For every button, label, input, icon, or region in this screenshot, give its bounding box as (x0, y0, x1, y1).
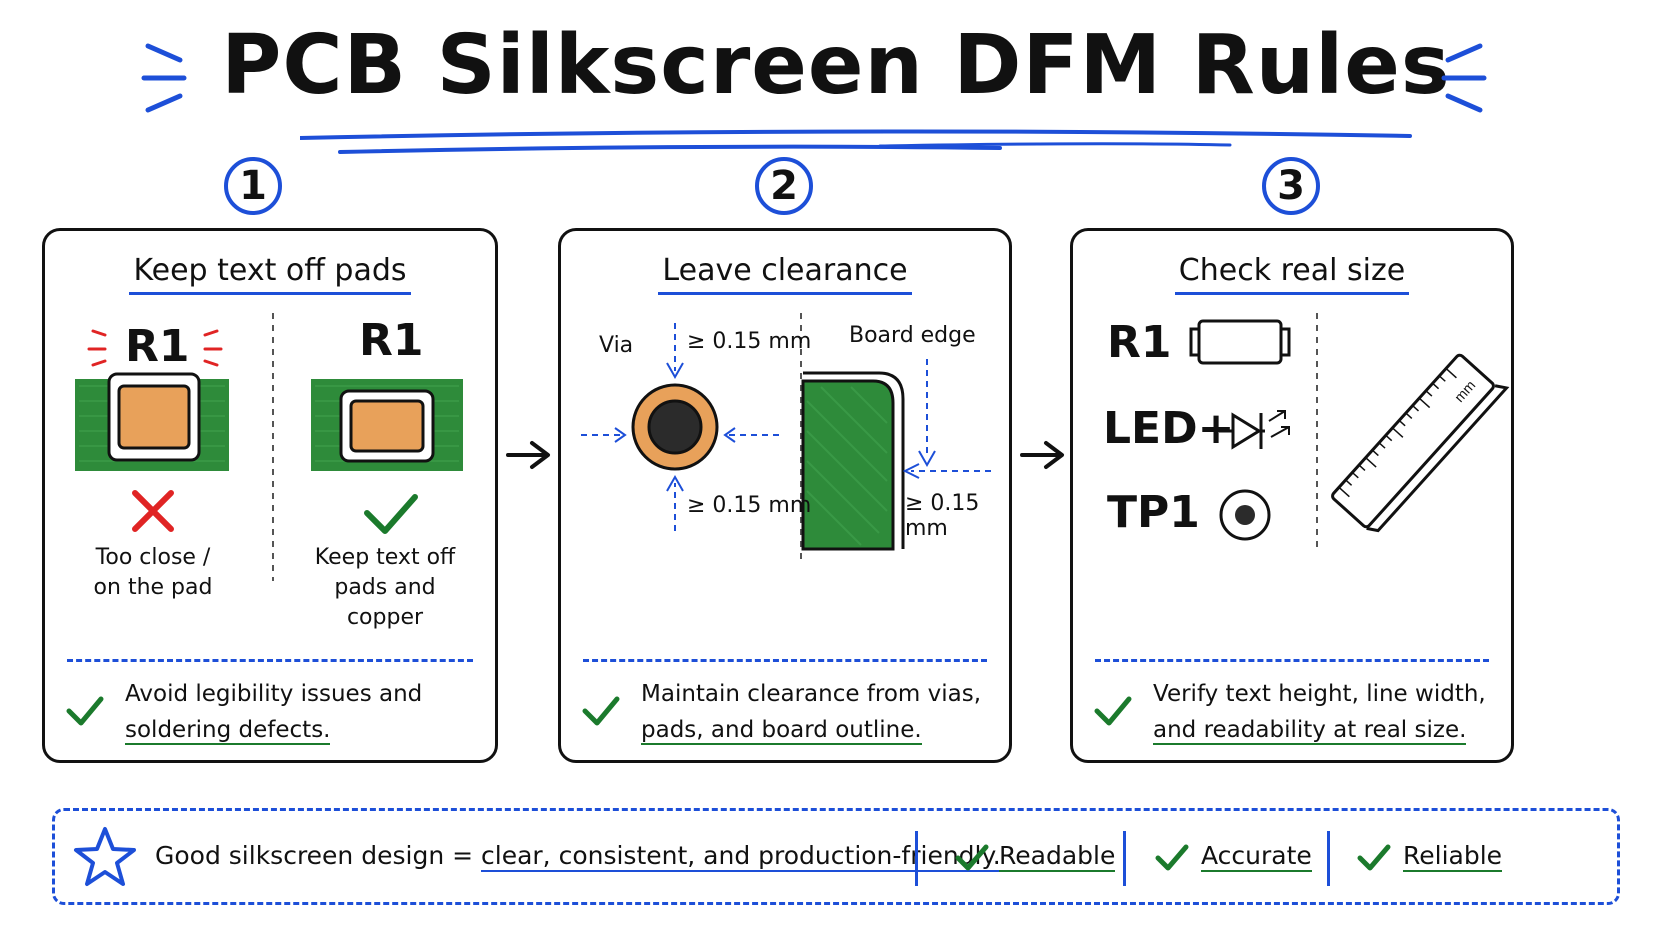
panel-title: Leave clearance (658, 253, 912, 295)
panel-divider (1095, 659, 1489, 662)
arrow-right-icon (506, 441, 550, 469)
footer-item-accurate: Accurate (1201, 841, 1312, 872)
ref-led: LED+ (1103, 403, 1235, 454)
diode-icon (1219, 410, 1290, 450)
star-icon (74, 827, 136, 886)
bad-ref-label: R1 (125, 321, 190, 372)
bad-example (75, 329, 229, 471)
check-icon (582, 696, 620, 726)
check-icon (1094, 696, 1132, 726)
footer-item-reliable: Reliable (1403, 841, 1503, 872)
panel-title: Check real size (1174, 253, 1410, 295)
resistor-icon (1189, 319, 1291, 365)
clearance-edge-label: ≥ 0.15 mm (905, 491, 980, 541)
clearance-top-label: ≥ 0.15 mm (687, 329, 812, 354)
test-point-icon (1219, 489, 1271, 541)
check-icon (1357, 844, 1391, 871)
via-label: Via (599, 333, 634, 358)
right-accent-marks (1441, 43, 1487, 113)
check-icon (364, 494, 418, 534)
footer-statement: Good silkscreen design = clear, consiste… (155, 841, 1001, 872)
page-title: PCB Silkscreen DFM Rules (221, 18, 1451, 113)
panel-keep-text-off-pads: Keep text off pads R1 R1 Too close / on (42, 228, 498, 763)
board-edge-illustration (801, 371, 905, 551)
step-badge-1: 1 (224, 157, 282, 215)
panel-check-real-size: Check real size (1070, 228, 1514, 763)
ruler-icon: mm (1331, 353, 1510, 533)
pad-comparison-illustration (75, 313, 463, 581)
ref-r1: R1 (1107, 317, 1172, 368)
footer-divider (1123, 831, 1126, 886)
good-caption: Keep text off pads and copper (314, 545, 456, 630)
good-example (311, 379, 463, 471)
footer-item-readable: Readable (999, 841, 1116, 872)
panel-divider (67, 659, 473, 662)
step-badge-2: 2 (755, 157, 813, 215)
panel-divider (583, 659, 987, 662)
panel-note: Verify text height, line width, and read… (1153, 681, 1486, 745)
left-accent-marks (141, 43, 187, 113)
summary-footer: Good silkscreen design = clear, consiste… (52, 808, 1620, 905)
clearance-illustration (581, 313, 991, 561)
board-edge-label: Board edge (849, 323, 976, 348)
good-ref-label: R1 (359, 315, 424, 366)
clearance-bottom-label: ≥ 0.15 mm (687, 493, 812, 518)
via-icon (631, 383, 719, 471)
ref-tp1: TP1 (1107, 487, 1200, 538)
bad-caption: Too close / on the pad (93, 545, 213, 600)
check-icon (66, 696, 104, 726)
panel-leave-clearance: Leave clearance Via ≥ 0.15 mm ≥ 0.15 mm … (558, 228, 1012, 763)
check-icon (1155, 844, 1189, 871)
footer-divider (915, 831, 918, 886)
check-icon (955, 844, 989, 871)
real-size-illustration: mm (1189, 313, 1510, 553)
cross-icon (132, 490, 174, 532)
title-underline (300, 129, 1412, 154)
arrow-right-icon (1020, 441, 1064, 469)
panel-note: Maintain clearance from vias, pads, and … (641, 681, 982, 745)
footer-divider (1327, 831, 1330, 886)
panel-note: Avoid legibility issues and soldering de… (125, 681, 423, 745)
panel-title: Keep text off pads (129, 253, 411, 295)
step-badge-3: 3 (1262, 157, 1320, 215)
